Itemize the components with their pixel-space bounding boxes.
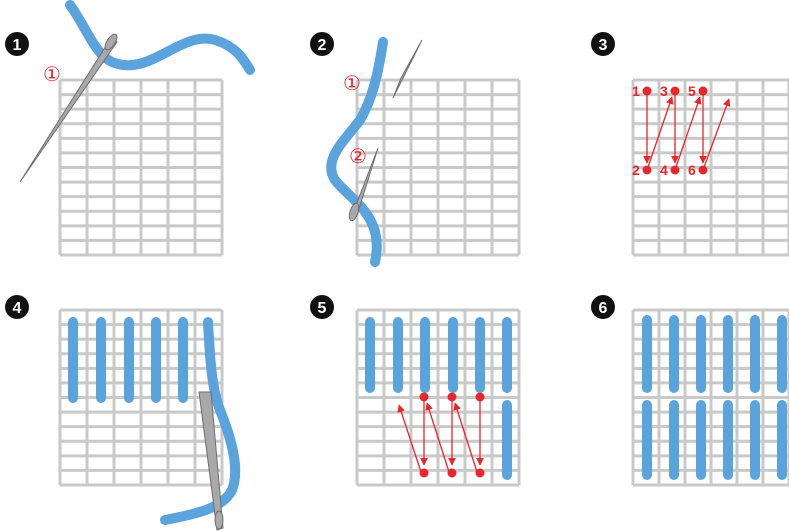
point-label-5: 5 bbox=[688, 83, 696, 99]
svg-text:6: 6 bbox=[599, 300, 608, 317]
step-6-badge: 6 bbox=[591, 295, 615, 319]
step-1-grid bbox=[60, 80, 222, 255]
point-label-1: 1 bbox=[632, 83, 640, 99]
point-label-4: 4 bbox=[660, 162, 668, 178]
svg-text:1: 1 bbox=[13, 37, 22, 54]
step-4-badge: 4 bbox=[5, 295, 29, 319]
step-2-badge: 2 bbox=[310, 32, 334, 56]
step-1-callout-1: ① bbox=[43, 64, 61, 86]
step-5-grid bbox=[357, 310, 519, 485]
step-1-badge: 1 bbox=[5, 32, 29, 56]
svg-text:4: 4 bbox=[13, 300, 22, 317]
step-5-badge: 5 bbox=[310, 295, 334, 319]
step-5-panel: 5 bbox=[310, 295, 519, 485]
step-2-callout-1: ① bbox=[343, 73, 361, 95]
point-label-3: 3 bbox=[660, 83, 668, 99]
step-3-grid bbox=[633, 80, 789, 255]
step-1-needle bbox=[20, 32, 119, 182]
step-4-thread bbox=[165, 322, 235, 520]
step-3-badge: 3 bbox=[591, 32, 615, 56]
svg-text:2: 2 bbox=[318, 37, 327, 54]
step-3-panel: 1 3 5 2 4 6 3 bbox=[591, 32, 789, 255]
step-2-needle-top bbox=[393, 40, 422, 98]
step-4-panel: 4 bbox=[5, 295, 235, 530]
point-label-2: 2 bbox=[632, 162, 640, 178]
step-6-grid bbox=[633, 310, 789, 485]
step-2-panel: 2 ① ② bbox=[310, 32, 519, 262]
point-label-6: 6 bbox=[688, 162, 696, 178]
svg-text:5: 5 bbox=[318, 300, 327, 317]
step-4-grid bbox=[60, 310, 222, 485]
step-2-callout-2: ② bbox=[349, 146, 367, 168]
step-1-panel: 1 ① bbox=[5, 5, 250, 255]
step-6-panel: 6 bbox=[591, 295, 789, 485]
step-2-grid bbox=[357, 80, 519, 255]
svg-text:3: 3 bbox=[599, 37, 608, 54]
